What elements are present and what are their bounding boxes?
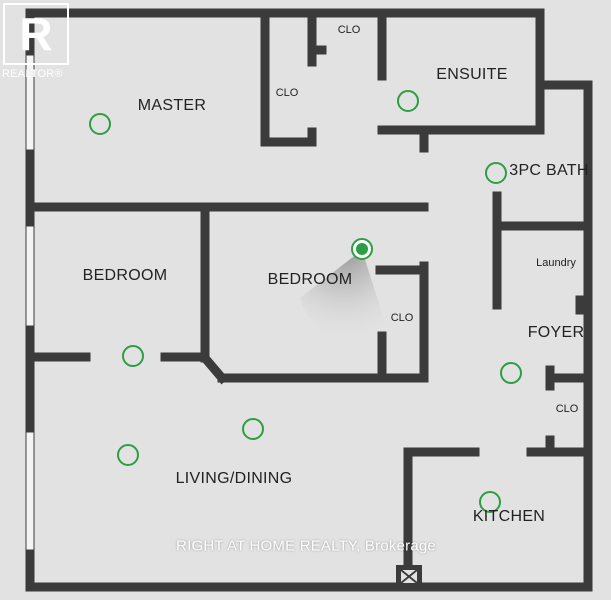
closet-label-bedroom: CLO [390, 312, 414, 324]
room-label-bedroom-1: BEDROOM [82, 267, 168, 284]
hotspot-marker-icon[interactable] [397, 90, 419, 112]
closet-label-master: CLO [275, 87, 299, 99]
hotspot-marker-icon[interactable] [479, 491, 501, 513]
hotspot-marker-icon[interactable] [485, 162, 507, 184]
room-label-3pc-bath: 3PC BATH [509, 162, 589, 179]
closet-label-foyer: CLO [555, 403, 579, 415]
hotspot-marker-icon[interactable] [89, 113, 111, 135]
window-master [25, 54, 35, 151]
windows [25, 54, 35, 551]
room-label-kitchen: KITCHEN [472, 508, 546, 525]
realtor-logo: R REALTOR® [0, 0, 72, 86]
room-label-bedroom-2: BEDROOM [267, 271, 353, 288]
hotspot-marker-icon[interactable] [500, 362, 522, 384]
brokerage-watermark: RIGHT AT HOME REALTY, Brokerage [176, 537, 436, 555]
window-bedroom [25, 225, 35, 327]
room-label-laundry: Laundry [536, 257, 576, 269]
entry-door[interactable] [396, 565, 422, 587]
hotspot-marker-icon[interactable] [122, 345, 144, 367]
logo-mark: R [19, 8, 53, 60]
room-label-ensuite: ENSUITE [436, 66, 508, 83]
logo-frame [3, 3, 69, 65]
window-living [25, 431, 35, 551]
active-view-marker-icon[interactable] [351, 238, 373, 260]
logo-text: REALTOR® [2, 68, 63, 80]
view-cone [300, 250, 388, 339]
walls [25, 8, 593, 592]
hotspot-marker-icon[interactable] [242, 418, 264, 440]
room-label-master: MASTER [137, 97, 207, 114]
hotspot-marker-icon[interactable] [117, 444, 139, 466]
closet-label-top: CLO [337, 24, 361, 36]
room-label-foyer: FOYER [527, 324, 585, 341]
room-label-living-dining: LIVING/DINING [175, 470, 293, 487]
